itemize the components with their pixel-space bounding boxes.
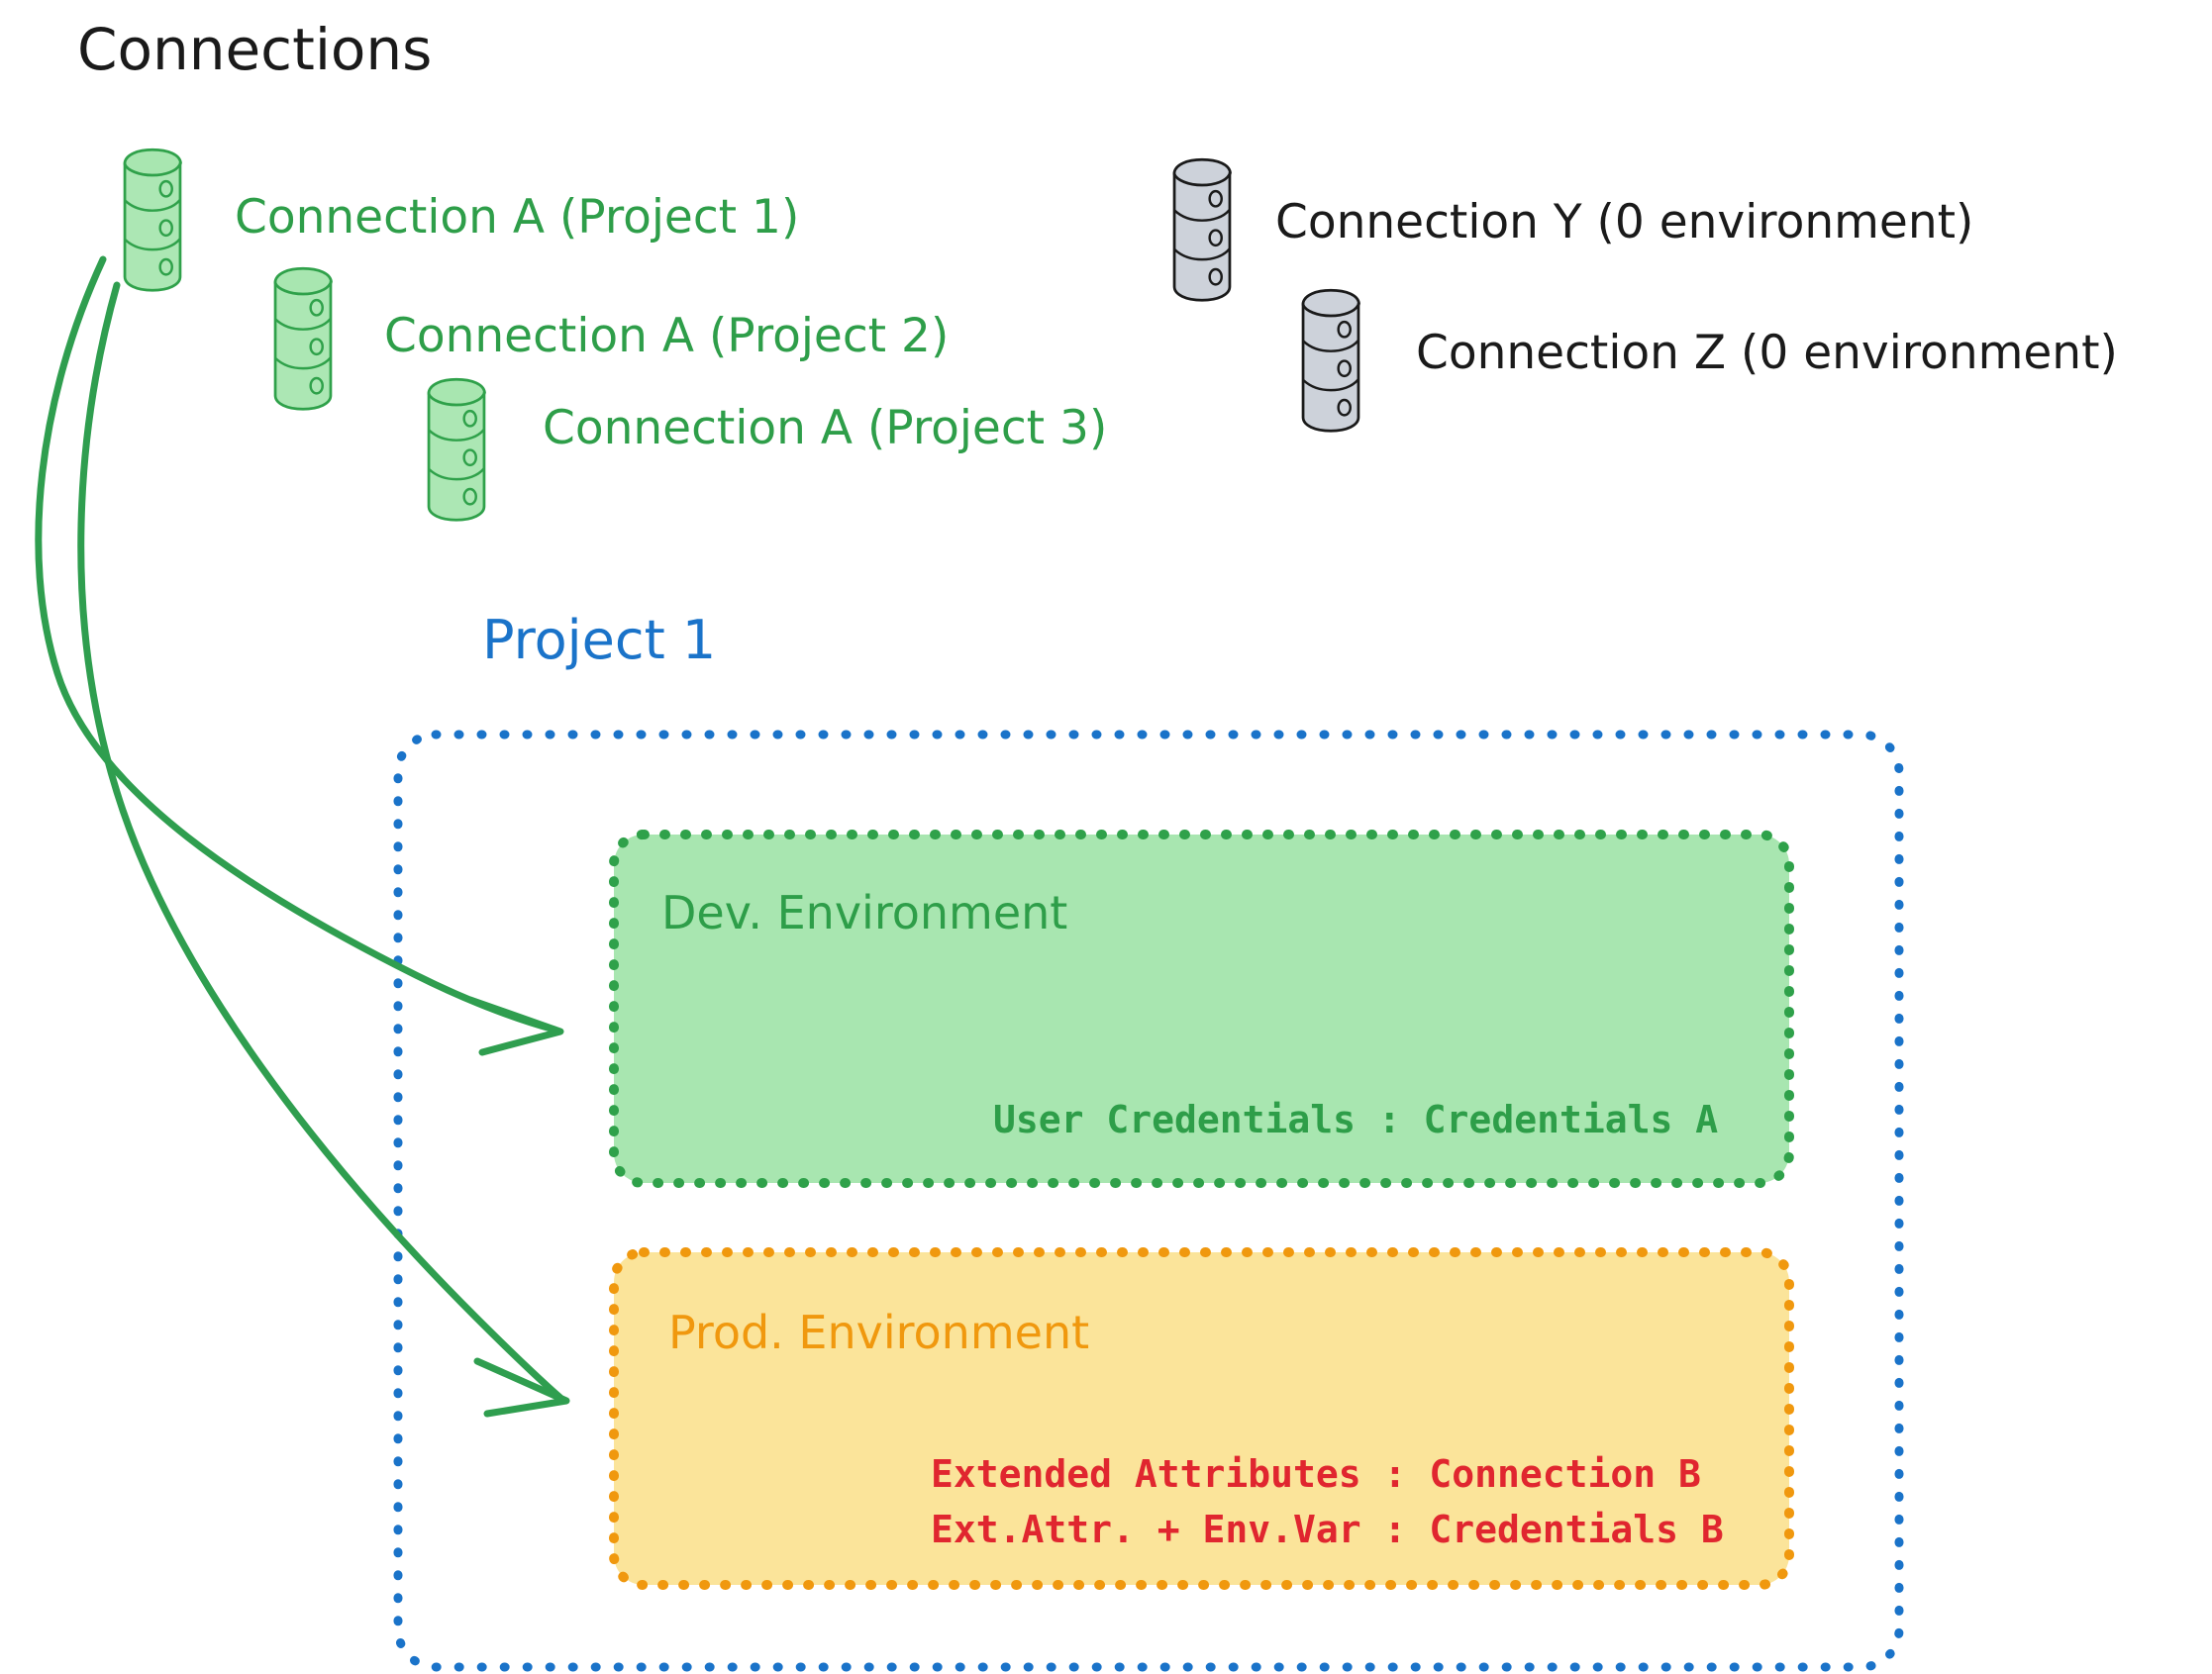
arrow-to-prod-environment: [77, 281, 570, 1418]
prod-environment-line-2: Ext.Attr. + Env.Var : Credentials B: [931, 1508, 1724, 1551]
connection-z-label: Connection Z (0 environment): [1416, 326, 2118, 380]
prod-environment-box: [609, 1247, 1794, 1590]
connection-y-db-icon: [1173, 158, 1230, 301]
prod-environment-line-1: Extended Attributes : Connection B: [931, 1452, 1701, 1496]
connection-a-project-2-db-icon: [274, 267, 331, 410]
page-title: Connections: [77, 16, 432, 83]
connection-a-project-2-label: Connection A (Project 2): [384, 309, 949, 363]
dev-environment-label: Dev. Environment: [661, 886, 1067, 939]
connection-a-project-1-db-icon: [124, 148, 180, 291]
connection-z-db-icon: [1302, 289, 1358, 432]
dev-environment-line-1: User Credentials : Credentials A: [993, 1098, 1718, 1141]
arrow-to-dev-environment: [35, 255, 564, 1056]
dev-environment-box: [609, 830, 1794, 1188]
project-title: Project 1: [482, 609, 716, 671]
project-container: [393, 730, 1904, 1672]
connection-y-label: Connection Y (0 environment): [1275, 195, 1973, 249]
prod-environment-label: Prod. Environment: [668, 1306, 1089, 1359]
connection-a-project-1-label: Connection A (Project 1): [235, 190, 799, 245]
connection-a-project-3-label: Connection A (Project 3): [543, 401, 1107, 455]
connection-a-project-3-db-icon: [428, 378, 484, 521]
